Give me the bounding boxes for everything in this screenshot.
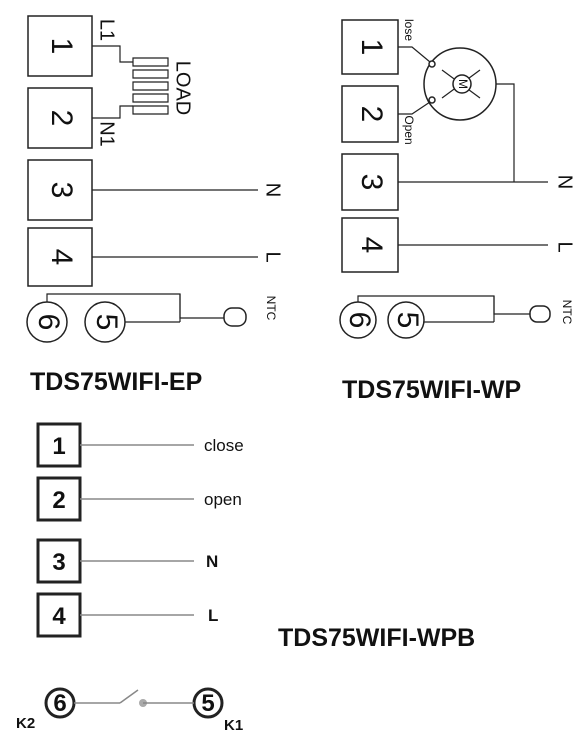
wp-ntc-label: NTC [560, 300, 574, 325]
ep-diagram: 1 2 3 4 L1 N1 LOAD N L 6 5 [26, 15, 284, 396]
wp-terminal-3-label: 3 [355, 174, 388, 191]
wpb-terminal-6-label: 6 [53, 690, 66, 717]
wpb-title: TDS75WIFI-WPB [278, 624, 475, 652]
wpb-terminal-2-label: 2 [52, 487, 65, 514]
ep-l-label: L [262, 251, 284, 262]
ep-terminal-2-label: 2 [45, 110, 78, 127]
wp-terminal-5-label: 5 [391, 312, 424, 329]
ep-title: TDS75WIFI-EP [30, 368, 202, 396]
ep-ntc-label: NTC [264, 296, 278, 321]
ep-load-label: LOAD [172, 61, 194, 115]
ep-terminal-5-label: 5 [90, 314, 123, 331]
wpb-terminal-4-label: 4 [52, 603, 66, 630]
wp-terminal-6-label: 6 [343, 312, 376, 329]
wp-title: TDS75WIFI-WP [342, 376, 521, 404]
wp-terminal-1-box [341, 19, 399, 75]
ep-n1-label: N1 [96, 121, 118, 147]
ep-ntc-probe [46, 293, 247, 327]
wpb-l-label: L [208, 606, 218, 625]
wp-n-label: N [554, 175, 576, 189]
ep-terminal-4-label: 4 [45, 249, 78, 266]
ep-terminal-3-label: 3 [45, 182, 78, 199]
ep-terminal-6-label: 6 [32, 314, 65, 331]
ep-terminal-3-box [27, 159, 93, 221]
wp-l-label: L [554, 241, 576, 252]
ep-terminal-2-box [27, 87, 93, 149]
ep-l1-label: L1 [96, 19, 118, 41]
wpb-terminal-1-label: 1 [52, 433, 65, 460]
wp-ntc-probe [357, 295, 551, 323]
wpb-terminal-4-box [36, 592, 82, 638]
wp-open-label: Open [402, 115, 416, 144]
ep-terminal-1-box [27, 15, 93, 77]
wpb-n-label: N [206, 552, 218, 571]
ep-load-element [92, 45, 169, 119]
wp-terminal-2-box [341, 85, 399, 143]
wpb-k2-label: K2 [16, 715, 35, 732]
wp-motor-label: M [456, 79, 470, 89]
wpb-terminal-5-label: 5 [201, 690, 214, 717]
ep-n-label: N [262, 183, 284, 197]
wp-terminal-2-label: 2 [355, 106, 388, 123]
wp-terminal-3-box [341, 153, 399, 211]
wpb-switch-contact [74, 689, 194, 707]
wpb-diagram: 1 2 3 4 close open N L TDS75WIFI-WPB 6 5… [16, 422, 475, 734]
wpb-k1-label: K1 [224, 717, 243, 734]
wp-close-label: lose [402, 19, 416, 41]
wp-diagram: 1 2 3 4 lose Open M N L 6 5 [339, 19, 576, 404]
wpb-close-label: close [204, 436, 244, 455]
wpb-terminal-3-label: 3 [52, 549, 65, 576]
ep-terminal-1-label: 1 [45, 38, 78, 55]
wp-motor-valve [398, 46, 515, 182]
wp-terminal-1-label: 1 [355, 39, 388, 56]
wp-terminal-5-circle [387, 301, 425, 339]
wp-terminal-4-label: 4 [355, 237, 388, 254]
wpb-terminal-2-box [36, 476, 82, 522]
wpb-open-label: open [204, 490, 242, 509]
